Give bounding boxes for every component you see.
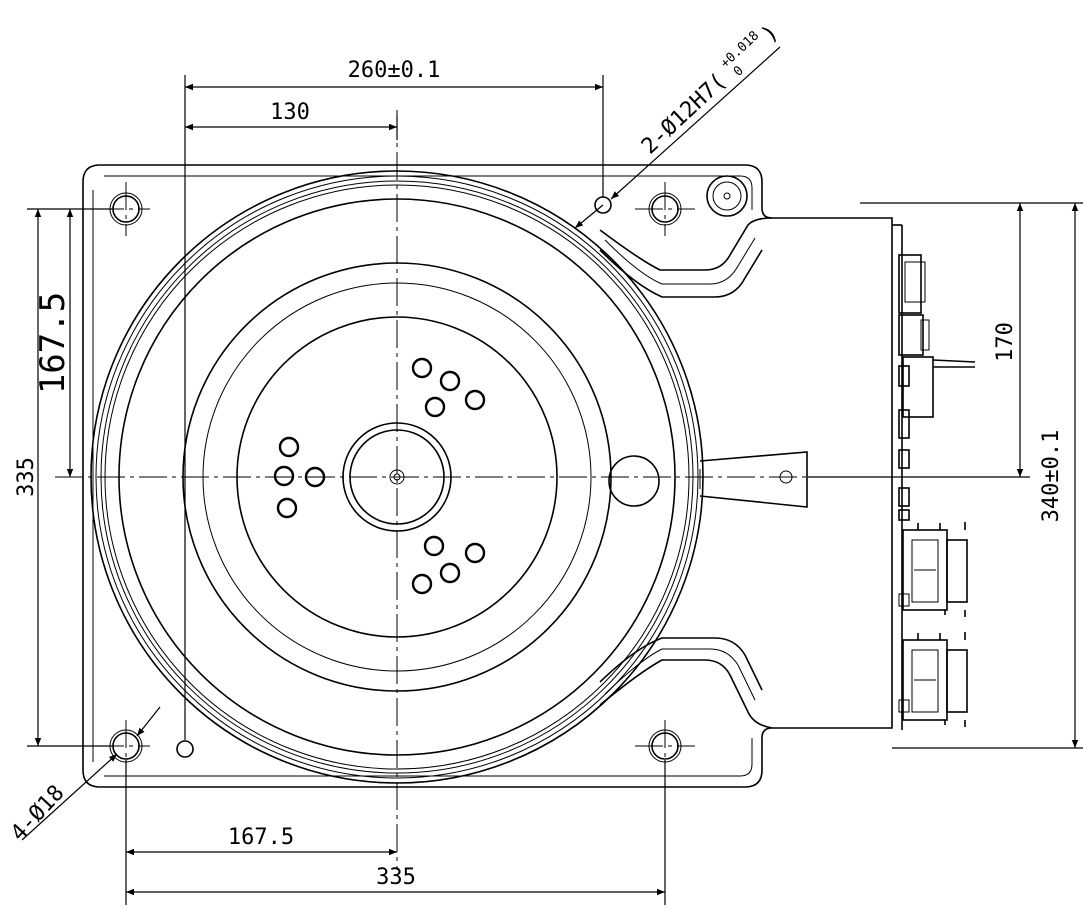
callout-pin-holes-tol-upper: +0.018 xyxy=(718,28,763,71)
side-port xyxy=(608,451,808,508)
leader-pin-holes-tail xyxy=(574,204,604,229)
top-right-boss xyxy=(706,175,748,217)
flange-bolt-holes xyxy=(273,357,486,595)
callout-pin-holes-tol-lower: 0 xyxy=(731,63,747,79)
dim-text-left-167-5: 167.5 xyxy=(33,292,73,394)
leader-mount-holes xyxy=(21,753,118,841)
dim-text-right-340: 340±0.1 xyxy=(1039,430,1064,523)
callout-pin-holes: 2-Ø12H7( +0.018 0 ) xyxy=(637,20,784,160)
svg-text:2-Ø12H7(: 2-Ø12H7( xyxy=(637,69,732,160)
connector-plug-1 xyxy=(898,522,968,617)
connector-block-upper xyxy=(898,254,976,521)
lower-cable-channel xyxy=(599,637,773,729)
connector-plug-2 xyxy=(898,632,968,727)
leader-pin-holes xyxy=(610,46,781,200)
callout-pin-holes-prefix: 2-Ø12H7( xyxy=(637,69,732,160)
extension-lines xyxy=(27,75,1083,905)
dim-text-130: 130 xyxy=(270,100,310,125)
base-plate-outline xyxy=(82,164,903,788)
dim-text-bottom-167-5: 167.5 xyxy=(228,825,294,850)
dim-text-right-170: 170 xyxy=(993,322,1018,362)
leader-mount-holes-tail xyxy=(136,706,161,737)
dim-text-260: 260±0.1 xyxy=(348,58,441,83)
dim-text-bottom-335: 335 xyxy=(376,865,416,890)
dim-text-left-335: 335 xyxy=(14,457,39,497)
callout-pin-holes-suffix: ) xyxy=(757,20,784,47)
callout-mount-holes: 4-Ø18 xyxy=(6,781,69,846)
upper-cable-channel xyxy=(599,217,773,298)
